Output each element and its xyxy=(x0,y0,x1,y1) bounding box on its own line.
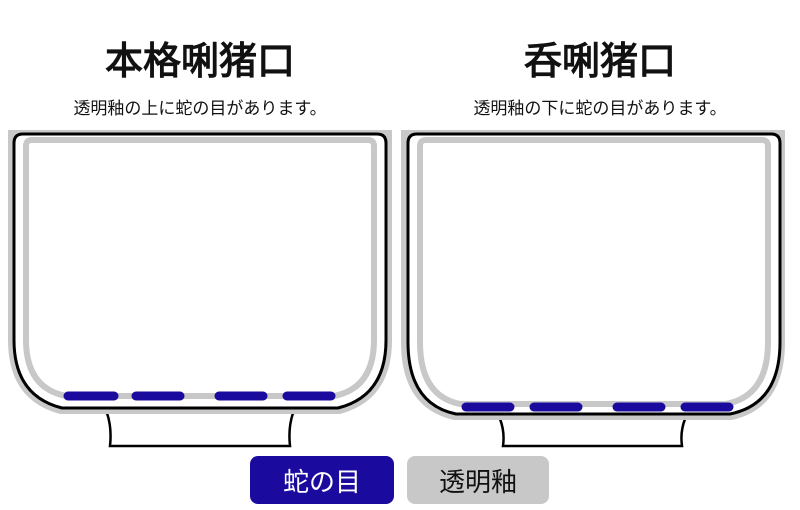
legend-clear-glaze: 透明釉 xyxy=(407,456,549,504)
right-cup-inner-glaze xyxy=(417,137,771,407)
right-cup xyxy=(401,130,785,448)
legend-snake-eye-label: 蛇の目 xyxy=(282,467,361,498)
left-cup-inner-glaze xyxy=(23,137,377,399)
right-cup-title: 呑唎猪口 xyxy=(523,39,676,83)
right-cup-description: 透明釉の下に蛇の目があります。 xyxy=(473,99,727,119)
legend-snake-eye: 蛇の目 xyxy=(250,456,394,504)
left-cup-description: 透明釉の上に蛇の目があります。 xyxy=(73,99,327,119)
left-cup xyxy=(8,130,392,448)
left-cup-foot xyxy=(105,412,295,448)
right-cup-foot xyxy=(498,418,687,448)
legend-clear-glaze-label: 透明釉 xyxy=(438,467,517,498)
left-cup-title: 本格唎猪口 xyxy=(104,39,295,83)
